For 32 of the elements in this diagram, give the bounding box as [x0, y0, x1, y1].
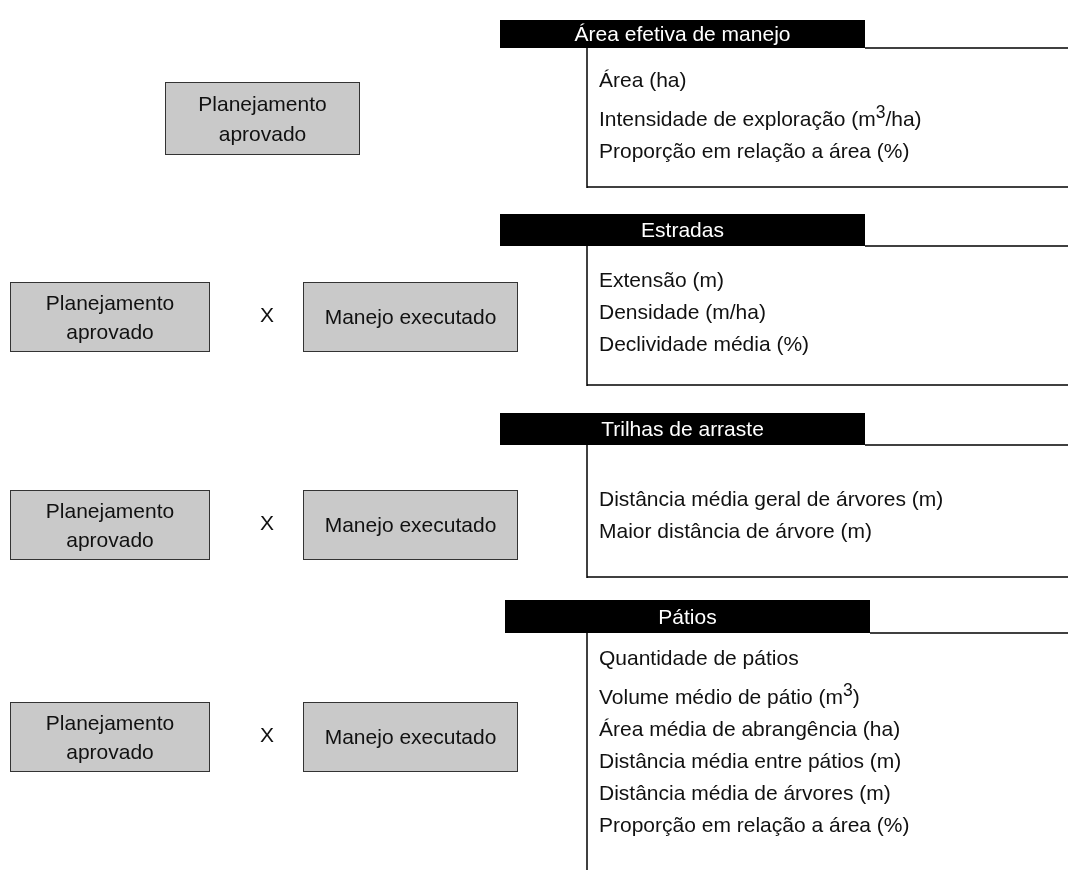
- list-item: Proporção em relação a área (%): [599, 138, 910, 164]
- panel-heading: Trilhas de arraste: [500, 413, 865, 445]
- panel-heading: Estradas: [500, 214, 865, 246]
- list-item: Extensão (m): [599, 267, 724, 293]
- panel-heading: Pátios: [505, 600, 870, 633]
- process-box: Manejo executado: [303, 282, 518, 352]
- bracket-panel: [505, 600, 1068, 870]
- list-item: Área média de abrangência (ha): [599, 716, 901, 742]
- bracket-panel: [500, 413, 1068, 578]
- list-item: Intensidade de exploração (m$^{3}$/ha): [599, 101, 922, 132]
- process-box: Planejamento aprovado: [10, 282, 210, 352]
- multiply-sign: X: [260, 303, 274, 327]
- list-item: Distância média de árvores (m): [599, 780, 891, 806]
- list-item: Volume médio de pátio (m$^{3}$): [599, 679, 860, 710]
- process-box: Planejamento aprovado: [165, 82, 360, 155]
- list-item: Distância média entre pátios (m): [599, 748, 902, 774]
- list-item: Densidade (m/ha): [599, 299, 766, 325]
- list-item: Quantidade de pátios: [599, 645, 799, 671]
- bracket-panel: [500, 20, 1068, 188]
- multiply-sign: X: [260, 723, 274, 747]
- panel-heading: Área efetiva de manejo: [500, 20, 865, 48]
- process-box: Manejo executado: [303, 702, 518, 772]
- bracket-panel: [500, 214, 1068, 386]
- list-item: Área (ha): [599, 67, 687, 93]
- process-box: Planejamento aprovado: [10, 702, 210, 772]
- process-box: Manejo executado: [303, 490, 518, 560]
- list-item: Maior distância de árvore (m): [599, 518, 873, 544]
- list-item: Distância média geral de árvores (m): [599, 486, 944, 512]
- multiply-sign: X: [260, 511, 274, 535]
- list-item: Proporção em relação a área (%): [599, 812, 910, 838]
- process-box: Planejamento aprovado: [10, 490, 210, 560]
- list-item: Declividade média (%): [599, 331, 810, 357]
